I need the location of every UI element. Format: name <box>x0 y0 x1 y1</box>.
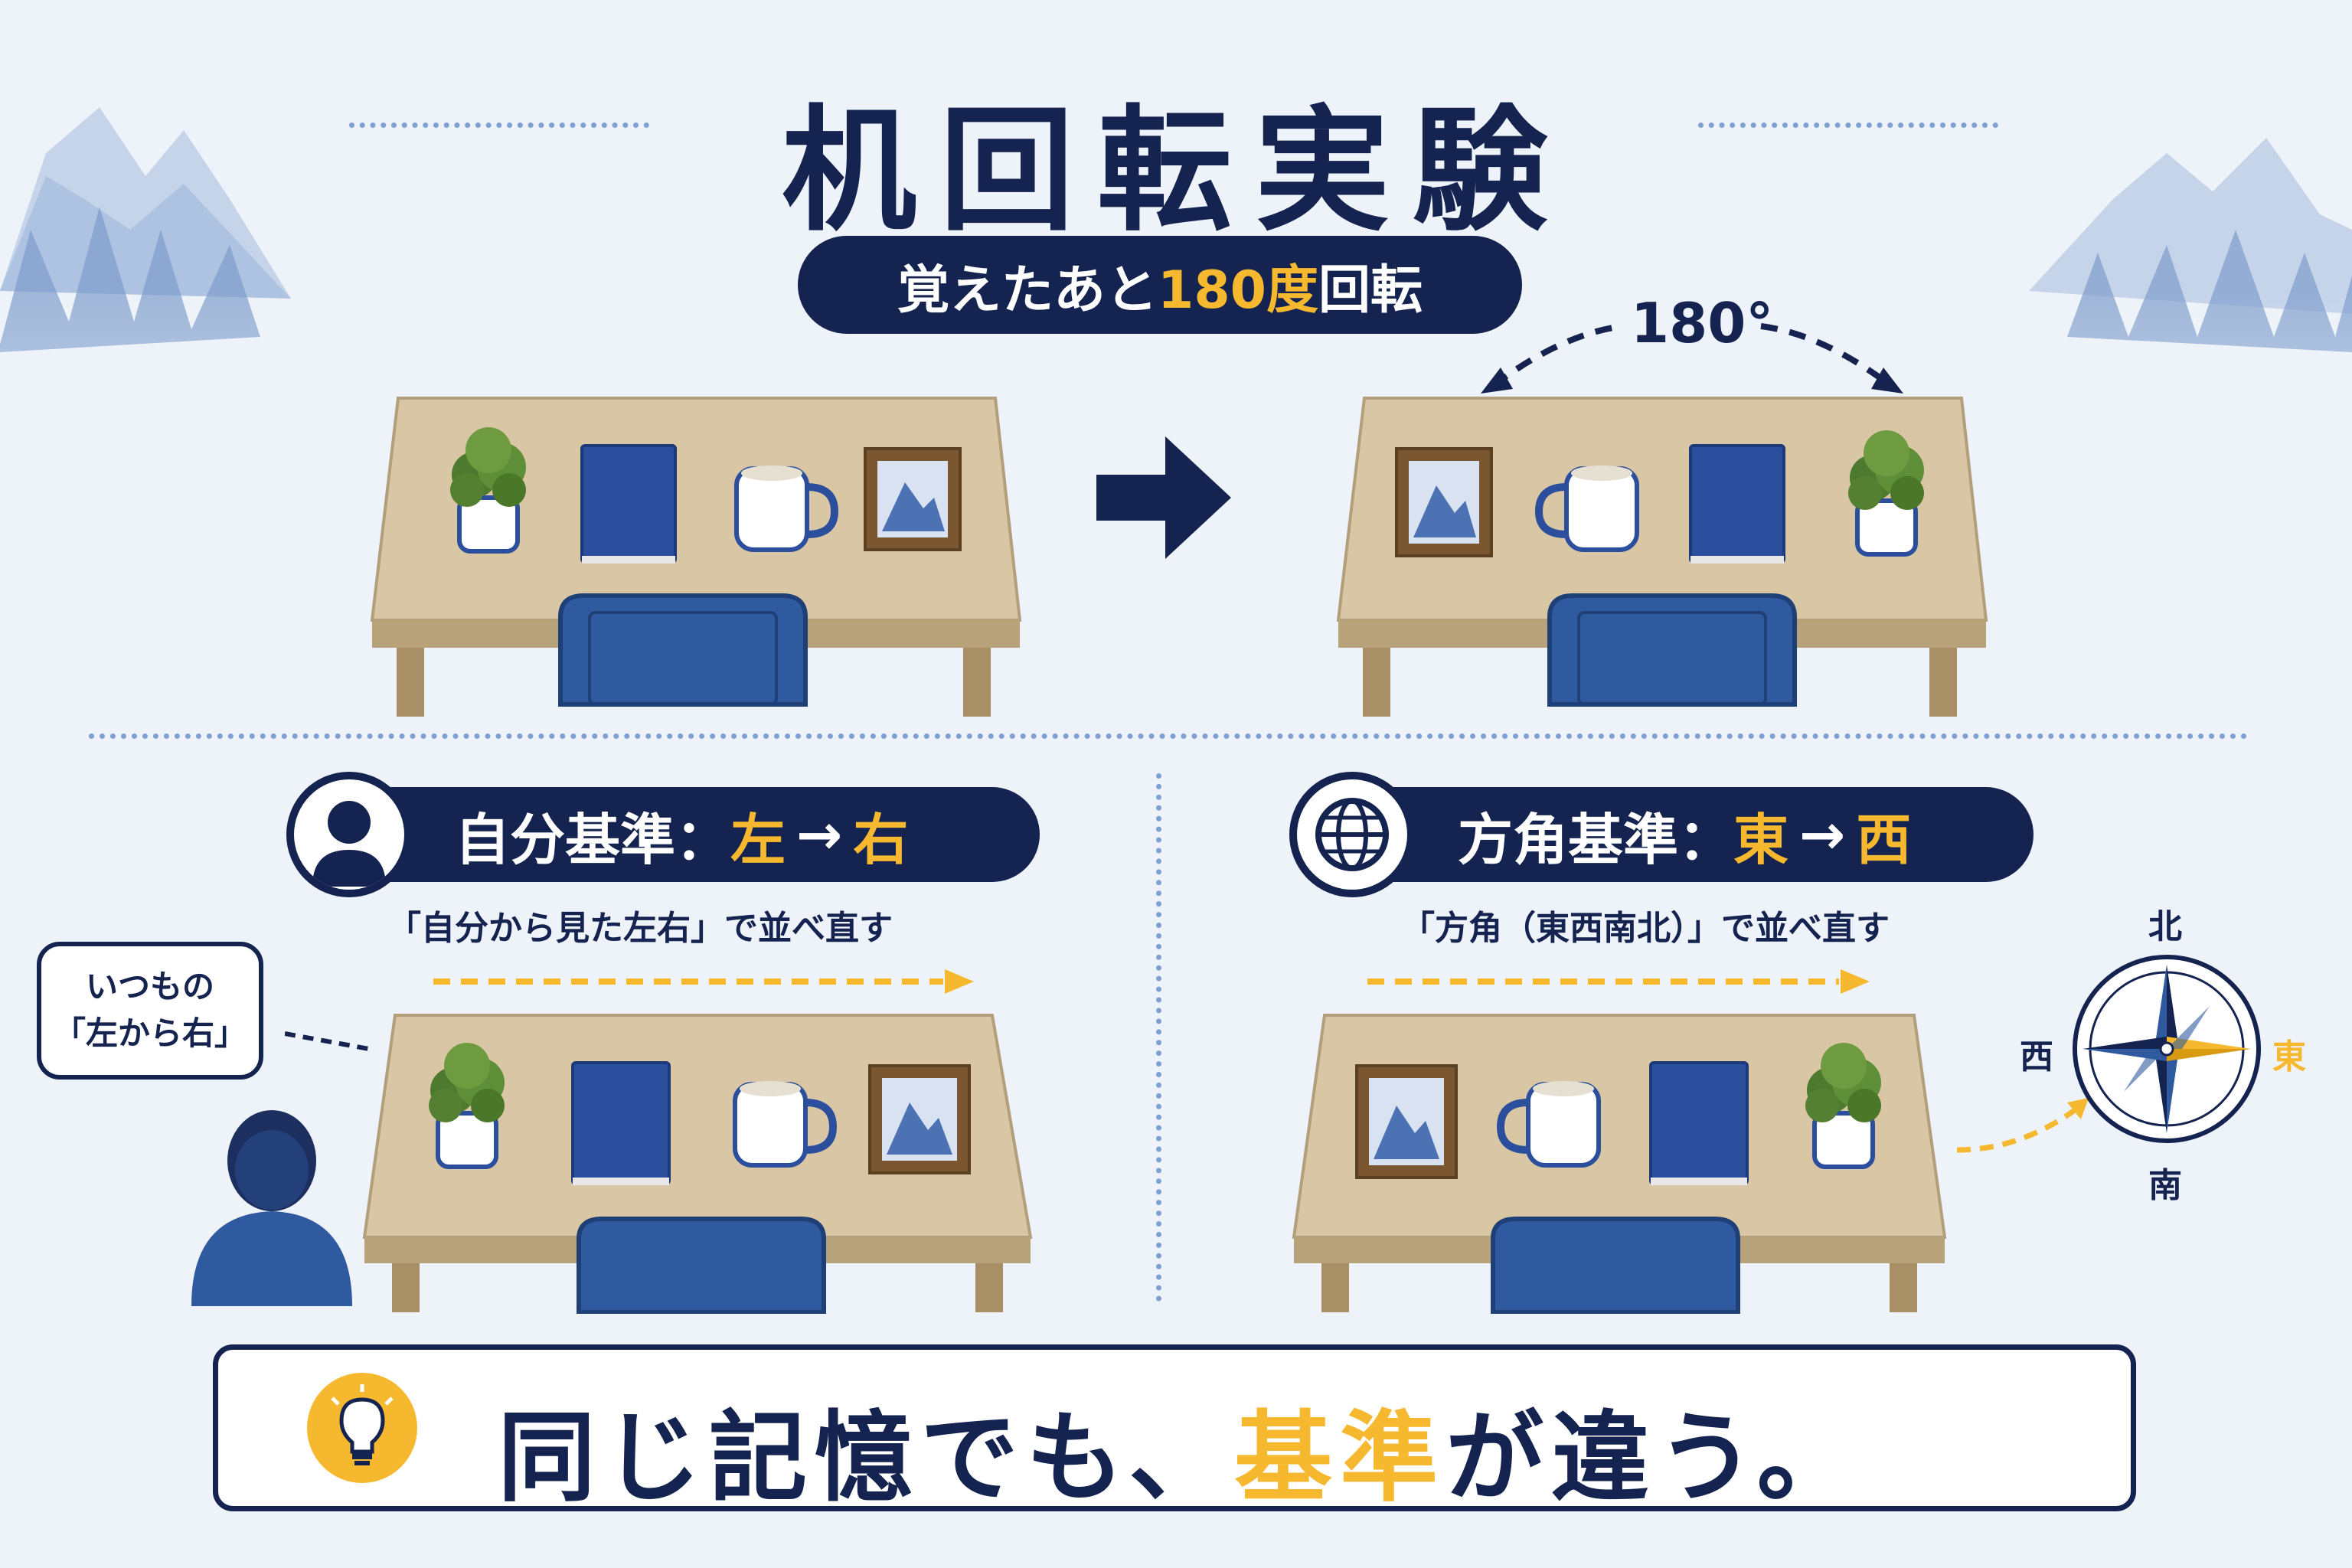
mug-icon <box>734 466 839 552</box>
section-divider <box>89 733 2248 739</box>
book-icon <box>580 444 677 564</box>
subtitle-highlight: 180度 <box>1158 260 1318 321</box>
mug-icon <box>1534 466 1639 552</box>
column-divider <box>1156 773 1161 1302</box>
person-icon <box>286 772 412 897</box>
mug-icon <box>1496 1081 1601 1168</box>
rotation-arrow <box>1481 323 1903 394</box>
chair <box>577 1217 826 1314</box>
book-icon <box>1689 444 1785 564</box>
photo-frame-icon <box>868 1064 971 1174</box>
subtitle-before: 覚えたあと <box>897 260 1158 321</box>
conclusion-text: 同じ記憶でも、基準が違う。 <box>498 1378 1863 1520</box>
compass-icon <box>2073 955 2261 1143</box>
plant-icon <box>1805 1043 1881 1169</box>
self-order-arrow <box>433 969 974 994</box>
compass-west-label: 西 <box>2020 1037 2053 1076</box>
mug-icon <box>733 1081 838 1168</box>
transition-arrow-icon <box>1096 436 1231 559</box>
photo-frame-icon <box>864 447 962 551</box>
direction-basis-note: 「方角（東西南北）」で並べ直す <box>1401 909 1890 948</box>
desk-self-basis <box>362 1014 1033 1314</box>
chair <box>1547 593 1797 707</box>
desk-table <box>1336 397 1988 717</box>
conclusion-box <box>213 1344 2136 1511</box>
rotation-label: 180° <box>1631 291 1774 355</box>
direction-basis-arrow: → <box>1799 802 1846 867</box>
subtitle-badge: 覚えたあと 180度 回転 <box>798 236 1522 334</box>
subtitle-after: 回転 <box>1318 260 1423 321</box>
title-divider-right <box>1698 122 1998 128</box>
page-title: 机回転実験 <box>781 93 1570 250</box>
lightbulb-icon <box>307 1373 417 1483</box>
desk-direction-basis <box>1292 1014 1947 1314</box>
direction-order-arrow <box>1367 969 1870 994</box>
photo-frame-icon <box>1395 447 1493 557</box>
bubble-connector <box>285 1031 370 1051</box>
chair <box>558 593 808 707</box>
self-basis-to: 右 <box>853 807 909 872</box>
photo-frame-icon <box>1355 1064 1458 1179</box>
direction-basis-from: 東 <box>1733 807 1789 872</box>
self-basis-from: 左 <box>730 807 786 872</box>
speech-bubble: いつもの 「左から右」 <box>37 942 263 1080</box>
conclusion-after: が違う。 <box>1446 1401 1863 1515</box>
compass-south-label: 南 <box>2148 1166 2182 1205</box>
self-basis-label: 自分基準： <box>455 807 731 872</box>
globe-icon <box>1289 772 1415 897</box>
desk-before <box>370 397 1022 717</box>
self-basis-note: 「自分から見た左右」で並べ直す <box>387 909 893 948</box>
bubble-line-1: いつもの <box>85 968 214 1006</box>
plant-icon <box>1848 430 1924 557</box>
plant-icon <box>450 427 526 554</box>
compass-north-label: 北 <box>2148 907 2182 946</box>
self-basis-pill: 自分基準： 左 → 右 <box>309 787 1040 882</box>
chair <box>1491 1217 1740 1314</box>
book-icon <box>571 1061 671 1185</box>
direction-basis-label: 方角基準： <box>1458 807 1734 872</box>
direction-basis-pill: 方角基準： 東 → 西 <box>1312 787 2034 882</box>
title-divider-left <box>349 122 649 128</box>
plant-icon <box>429 1043 505 1169</box>
self-basis-arrow: → <box>796 802 843 867</box>
conclusion-highlight: 基準 <box>1234 1401 1446 1515</box>
conclusion-before: 同じ記憶でも、 <box>498 1401 1235 1515</box>
direction-basis-to: 西 <box>1856 807 1912 872</box>
compass-pointer-arrow <box>1956 1098 2089 1153</box>
person-figure <box>191 1110 352 1306</box>
compass-east-label: 東 <box>2272 1037 2306 1076</box>
bubble-line-2: 「左から右」 <box>53 1014 247 1052</box>
book-icon <box>1649 1061 1749 1185</box>
desk-after <box>1336 397 1988 717</box>
